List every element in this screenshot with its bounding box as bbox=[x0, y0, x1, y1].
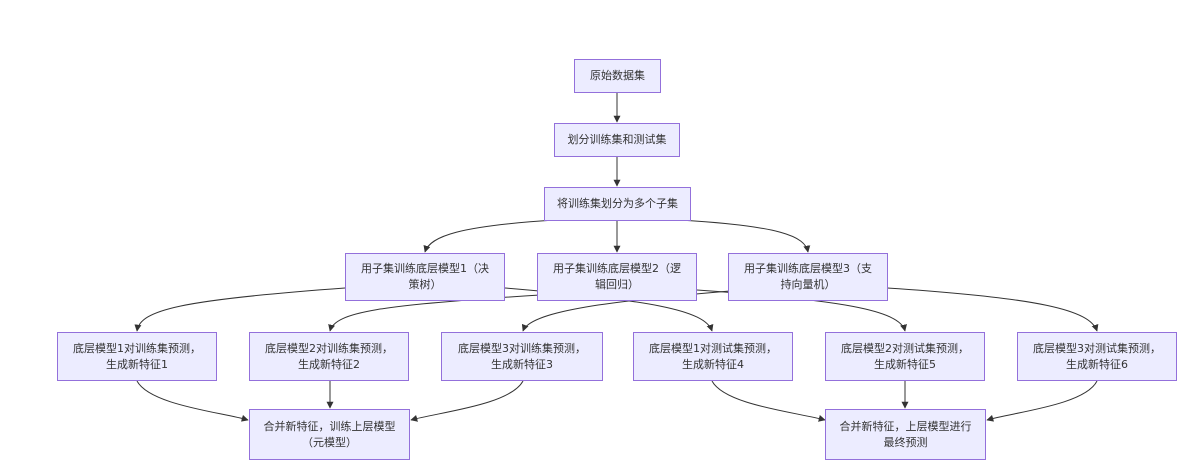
node-predict-test-4: 底层模型1对测试集预测， 生成新特征4 bbox=[633, 332, 793, 381]
edge-p6-final bbox=[986, 380, 1098, 422]
node-label-line1: 合并新特征，上层模型进行 bbox=[839, 419, 972, 433]
node-label-line1: 底层模型1对测试集预测， bbox=[649, 341, 777, 355]
node-train-meta-model: 合并新特征，训练上层模型 （元模型） bbox=[249, 409, 410, 460]
node-predict-train-1: 底层模型1对训练集预测， 生成新特征1 bbox=[57, 332, 217, 381]
node-label: 划分训练集和测试集 bbox=[567, 133, 667, 146]
edge-p4-final bbox=[711, 380, 826, 422]
node-predict-test-5: 底层模型2对测试集预测， 生成新特征5 bbox=[825, 332, 985, 381]
node-label-line2: 生成新特征3 bbox=[491, 357, 553, 371]
node-label-line1: 用子集训练底层模型2（逻 bbox=[553, 262, 681, 275]
node-model1-decision-tree: 用子集训练底层模型1（决 策树） bbox=[345, 253, 505, 301]
node-split-subsets: 将训练集划分为多个子集 bbox=[544, 187, 691, 221]
node-model2-logistic-regression: 用子集训练底层模型2（逻 辑回归） bbox=[537, 253, 697, 301]
edge-p3-meta bbox=[410, 380, 524, 422]
node-label: 将训练集划分为多个子集 bbox=[557, 197, 678, 210]
edge-m1-p1 bbox=[134, 287, 346, 332]
node-label-line2: （元模型） bbox=[302, 435, 357, 449]
node-label-line1: 底层模型2对测试集预测， bbox=[841, 341, 969, 355]
node-label-line1: 用子集训练底层模型3（支 bbox=[744, 262, 872, 275]
node-label-line1: 底层模型3对训练集预测， bbox=[458, 341, 586, 355]
node-label-line1: 底层模型2对训练集预测， bbox=[265, 341, 393, 355]
node-raw-dataset: 原始数据集 bbox=[574, 59, 661, 93]
node-final-prediction: 合并新特征，上层模型进行 最终预测 bbox=[825, 409, 986, 460]
node-label-line1: 底层模型1对训练集预测， bbox=[73, 341, 201, 355]
node-label-line1: 合并新特征，训练上层模型 bbox=[263, 419, 396, 433]
edge-p1-meta bbox=[136, 380, 249, 422]
node-predict-test-6: 底层模型3对测试集预测， 生成新特征6 bbox=[1017, 332, 1177, 381]
node-label-line2: 持向量机） bbox=[780, 278, 836, 291]
node-model3-svm: 用子集训练底层模型3（支 持向量机） bbox=[728, 253, 888, 301]
node-label-line2: 生成新特征6 bbox=[1066, 357, 1128, 371]
node-predict-train-2: 底层模型2对训练集预测， 生成新特征2 bbox=[249, 332, 409, 381]
node-label-line2: 生成新特征1 bbox=[106, 357, 168, 371]
node-label-line1: 底层模型3对测试集预测， bbox=[1033, 341, 1161, 355]
node-label-line2: 辑回归） bbox=[595, 278, 639, 291]
node-split-train-test: 划分训练集和测试集 bbox=[554, 123, 680, 157]
node-label-line2: 生成新特征5 bbox=[874, 357, 936, 371]
edge-subsets-m1 bbox=[423, 219, 556, 253]
node-label-line2: 策树） bbox=[408, 278, 442, 291]
edge-subsets-m3 bbox=[679, 219, 811, 253]
edge-m3-p6 bbox=[887, 287, 1099, 332]
node-predict-train-3: 底层模型3对训练集预测， 生成新特征3 bbox=[441, 332, 603, 381]
node-label: 原始数据集 bbox=[590, 69, 645, 82]
node-label-line1: 用子集训练底层模型1（决 bbox=[361, 262, 489, 275]
node-label-line2: 生成新特征2 bbox=[298, 357, 360, 371]
node-label-line2: 生成新特征4 bbox=[682, 357, 744, 371]
node-label-line2: 最终预测 bbox=[883, 435, 928, 449]
